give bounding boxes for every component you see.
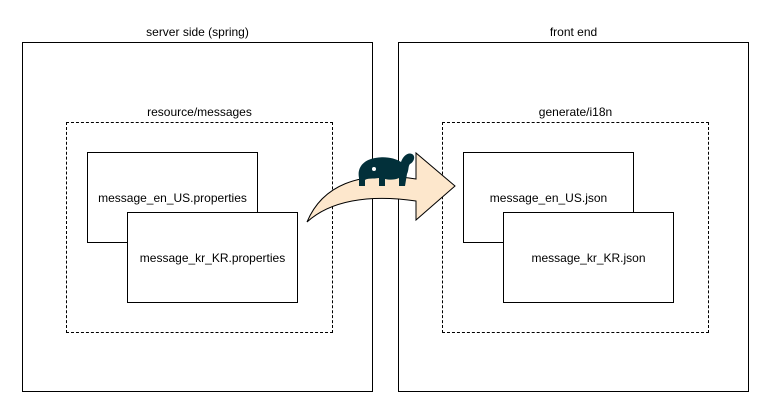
curved-arrow-shape — [306, 151, 456, 223]
frontend-group-title: generate/i18n — [538, 105, 613, 119]
frontend-file-kr-kr: message_kr_KR.json — [503, 212, 674, 303]
frontend-generate-group — [442, 122, 709, 333]
server-group-title: resource/messages — [147, 105, 252, 119]
server-panel-title: server side (spring) — [146, 25, 249, 39]
server-resource-group — [66, 122, 333, 333]
gradle-elephant-icon — [358, 153, 415, 186]
server-file-kr-kr: message_kr_KR.properties — [127, 212, 298, 303]
frontend-panel-title: front end — [549, 25, 598, 39]
